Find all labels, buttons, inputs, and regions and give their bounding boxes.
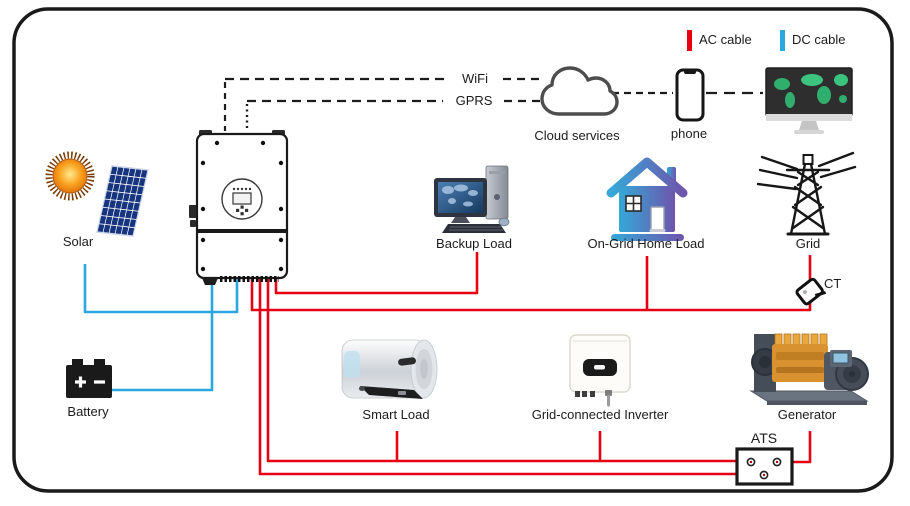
inverter-display [221,178,263,220]
engine-cylinders [774,333,828,346]
dc-cable-swatch [780,30,785,51]
ac-cable-label: AC cable [699,32,752,47]
ats-box-icon [735,447,794,486]
solar-panel-icon [45,151,149,237]
ct-sensor-icon [795,277,827,306]
wifi-dashed-line [223,77,542,131]
backup-load-icon [434,165,510,233]
ac-cable-swatch [687,30,692,51]
grid-tower-icon [756,151,857,236]
cloud-icon [540,66,619,116]
dc-wires [83,264,239,392]
ongrid-home-load-label: On-Grid Home Load [587,236,705,251]
house-icon [606,157,688,241]
ac-wires [250,252,812,476]
solar-label: Solar [62,234,94,249]
phone-icon [675,68,705,122]
wifi-label: WiFi [462,71,488,86]
battery-label: Battery [67,404,109,419]
cloud-services-label: Cloud services [534,128,620,143]
ac-wire-ats-top [266,278,748,463]
inverter-screws [200,140,284,272]
page-border [12,7,894,493]
battery-icon [66,359,112,398]
gprs-dashed-line [245,99,541,131]
grid-connected-inverter-icon [569,334,631,407]
ats-label: ATS [750,430,778,446]
generator-icon [749,333,869,405]
inverter-icon [189,130,289,285]
screen-world-map [442,184,478,207]
ct-label: CT [824,276,842,291]
ac-wire-ats-bottom [258,278,761,476]
gprs-label: GPRS [455,93,493,108]
generator-label: Generator [777,407,837,422]
dc-wire-battery [112,278,214,392]
grid-connected-inverter-label: Grid-connected Inverter [531,407,669,422]
grid-label: Grid [795,236,821,251]
sun-icon [45,151,95,201]
backup-load-label: Backup Load [436,236,512,251]
ac-wire-backup-load [274,252,479,295]
dc-cable-label: DC cable [792,32,846,47]
monitor-icon [765,67,853,134]
monitor-world-map [774,74,848,108]
smart-load-icon [341,339,438,399]
dc-wire-solar [83,264,239,314]
ac-wire-grid [250,255,812,312]
smart-load-label: Smart Load [362,407,430,422]
phone-label: phone [670,126,708,141]
